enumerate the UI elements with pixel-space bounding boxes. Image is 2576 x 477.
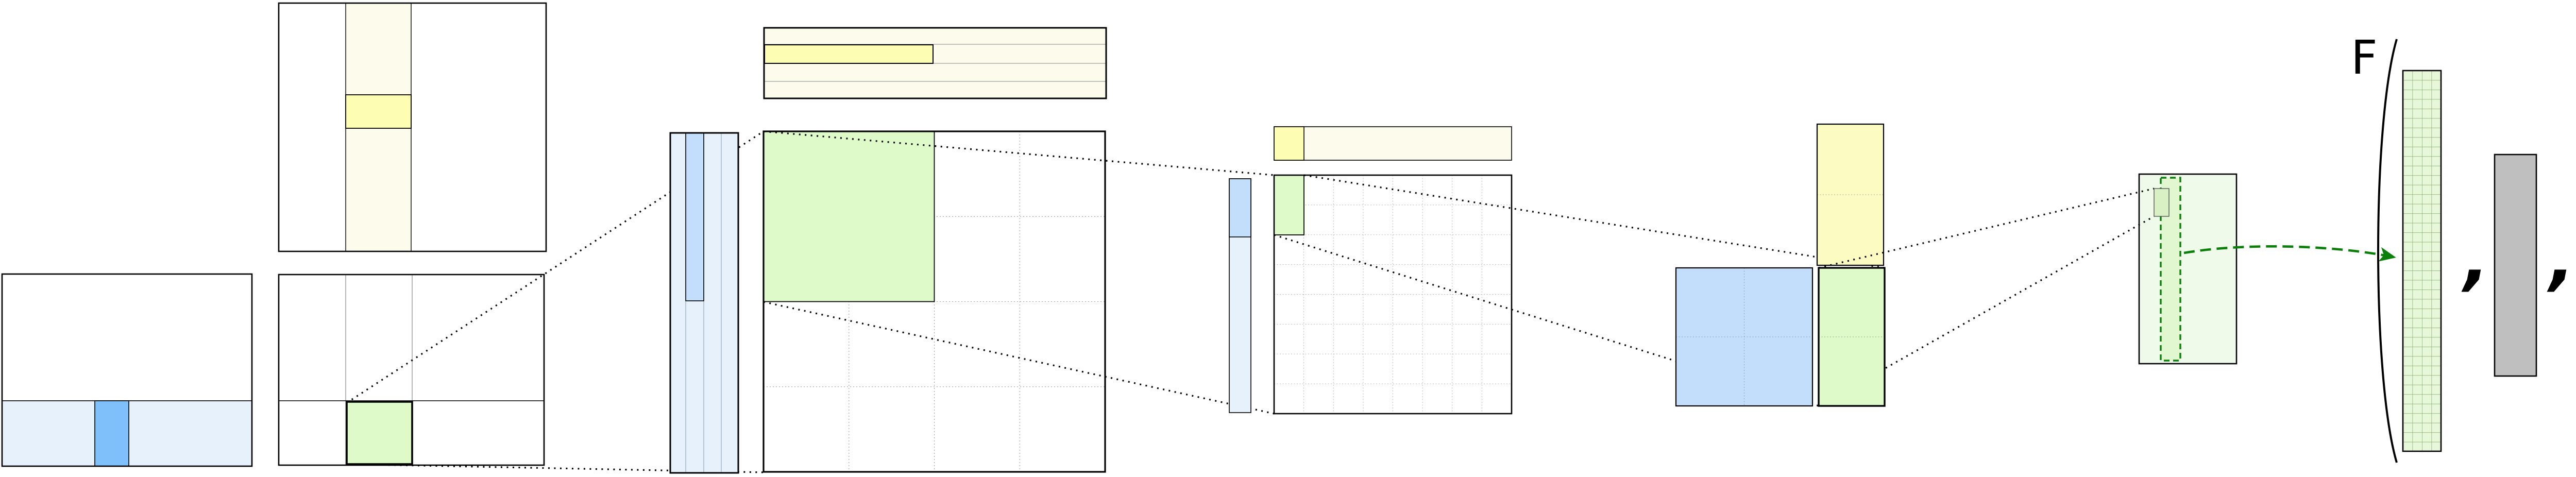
matrix-c-selected-block xyxy=(346,401,413,465)
matrix-b-body xyxy=(279,3,546,251)
micro-a-strip xyxy=(1229,178,1251,413)
connectors-operands-to-buffer xyxy=(1818,188,2155,407)
matrix-a-border xyxy=(1,273,253,467)
packed-a-panel-body xyxy=(670,133,738,473)
zoom1-border xyxy=(762,130,1106,473)
matrix-b xyxy=(278,2,547,252)
zoom2-border xyxy=(1273,174,1513,415)
operand-c-microtile xyxy=(1818,267,1886,407)
kernel-function-name: F xyxy=(2351,31,2378,85)
kernel-arg-b-vector xyxy=(2402,70,2442,452)
connectors-zoom2-to-operands xyxy=(1274,174,1885,407)
connector-operands-to-buffer-bottom xyxy=(1818,215,2155,407)
packed-b-selected-band xyxy=(764,44,934,64)
kernel-arg-b-vector-border xyxy=(2402,70,2442,452)
operand-c-body xyxy=(1819,268,1885,406)
packed-b-panel xyxy=(763,27,1107,99)
micro-b-strip-body xyxy=(1274,126,1512,161)
matrix-c-border xyxy=(278,274,545,466)
buffer-to-kernel-arrow xyxy=(2183,245,2396,262)
kernel-comma-2: , xyxy=(2547,220,2574,298)
kernel-call: F , , xyxy=(2351,31,2574,463)
connector-operands-to-buffer-top xyxy=(1818,188,2155,269)
zoom2-tile-square xyxy=(1273,174,1513,415)
matrix-b-selected-block xyxy=(345,94,412,129)
operand-a-microtile xyxy=(1675,267,1814,407)
micro-b-selected-square xyxy=(1274,126,1304,161)
micro-b-strip xyxy=(1274,126,1512,161)
connector-c-to-zoom1-bottom xyxy=(346,463,765,473)
kernel-arg-b-vector-body xyxy=(2403,71,2441,451)
connector-zoom1-to-zoom2-bottom xyxy=(763,301,1275,415)
connectors-zoom1-to-zoom2 xyxy=(763,130,1275,415)
kernel-comma-1: , xyxy=(2461,220,2489,298)
matrix-a-selected-block xyxy=(94,400,129,467)
zoom2-selected-microtile xyxy=(1274,175,1304,235)
connectors-c-to-zoom1 xyxy=(346,130,765,473)
zoom1-c-block-square xyxy=(762,130,1106,473)
open-paren xyxy=(2377,39,2398,463)
operand-b-border xyxy=(1816,123,1885,266)
packed-a-selected-strip xyxy=(685,132,704,301)
operand-c-border xyxy=(1818,267,1886,407)
packed-b-panel-border xyxy=(763,27,1107,99)
micro-a-selected-segment xyxy=(1229,178,1251,237)
connector-zoom1-to-zoom2-top xyxy=(763,130,1275,176)
packed-a-panel xyxy=(669,132,739,474)
accumulator-written-block xyxy=(2154,188,2170,217)
operand-b-microtile xyxy=(1816,123,1885,266)
operand-a-border xyxy=(1675,267,1814,407)
operand-a-split-lines xyxy=(1676,268,1812,406)
operand-b-body xyxy=(1817,124,1884,265)
zoom1-selected-block xyxy=(763,131,935,302)
matrix-b-border xyxy=(278,2,547,252)
kernel-arg-a-vector xyxy=(2494,154,2537,377)
matrix-a xyxy=(1,273,253,467)
packed-a-panel-border xyxy=(669,132,739,474)
connector-zoom2-to-operands-bottom xyxy=(1274,234,1819,407)
